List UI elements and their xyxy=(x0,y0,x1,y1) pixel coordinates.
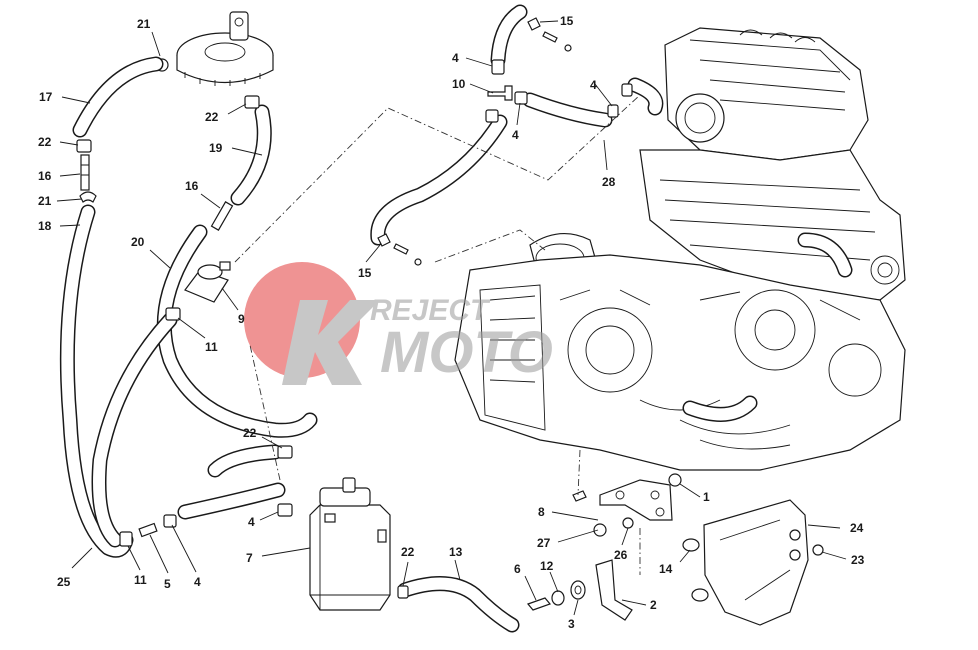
leader-lines xyxy=(56,20,847,616)
callout-26: 26 xyxy=(614,548,628,562)
callouts: 21 17 22 16 21 18 22 19 16 20 9 11 15 4 … xyxy=(38,14,865,631)
callout-27: 27 xyxy=(537,536,551,550)
callout-22: 22 xyxy=(243,426,257,440)
callout-4: 4 xyxy=(512,128,519,142)
callout-10: 10 xyxy=(452,77,466,91)
callout-21: 21 xyxy=(137,17,151,31)
callout-7: 7 xyxy=(246,551,253,565)
callout-22: 22 xyxy=(401,545,415,559)
engine-assembly xyxy=(454,27,906,471)
callout-11: 11 xyxy=(205,340,218,354)
callout-4: 4 xyxy=(452,51,459,65)
callout-2: 2 xyxy=(650,598,657,612)
brackets xyxy=(526,473,824,626)
callout-18: 18 xyxy=(38,219,52,233)
watermark-text-top: REJECT xyxy=(370,294,491,327)
callout-22: 22 xyxy=(205,110,219,124)
callout-23: 23 xyxy=(851,553,865,567)
callout-16: 16 xyxy=(38,169,52,183)
watermark-logo: REJECT MOTO xyxy=(244,262,553,385)
fittings xyxy=(76,17,633,599)
canister xyxy=(309,477,391,611)
callout-11: 11 xyxy=(134,573,147,587)
callout-5: 5 xyxy=(164,577,171,591)
callout-1: 1 xyxy=(703,490,710,504)
callout-3: 3 xyxy=(568,617,575,631)
callout-15: 15 xyxy=(560,14,574,28)
callout-14: 14 xyxy=(659,562,673,576)
callout-25: 25 xyxy=(57,575,71,589)
callout-19: 19 xyxy=(209,141,223,155)
callout-17: 17 xyxy=(39,90,53,104)
callout-6: 6 xyxy=(514,562,521,576)
callout-21: 21 xyxy=(38,194,52,208)
callout-16: 16 xyxy=(185,179,199,193)
callout-12: 12 xyxy=(540,559,554,573)
callout-4: 4 xyxy=(194,575,201,589)
callout-13: 13 xyxy=(449,545,463,559)
callout-15: 15 xyxy=(358,266,372,280)
watermark-text-bottom: MOTO xyxy=(380,320,553,385)
callout-4: 4 xyxy=(248,515,255,529)
callout-4: 4 xyxy=(590,78,597,92)
callout-9: 9 xyxy=(238,312,245,326)
callout-8: 8 xyxy=(538,505,545,519)
callout-24: 24 xyxy=(850,521,864,535)
callout-20: 20 xyxy=(131,235,145,249)
fuel-flange xyxy=(155,11,274,86)
reference-lines xyxy=(234,94,641,575)
callout-28: 28 xyxy=(602,175,616,189)
callout-22: 22 xyxy=(38,135,52,149)
hose-lines xyxy=(59,4,664,633)
